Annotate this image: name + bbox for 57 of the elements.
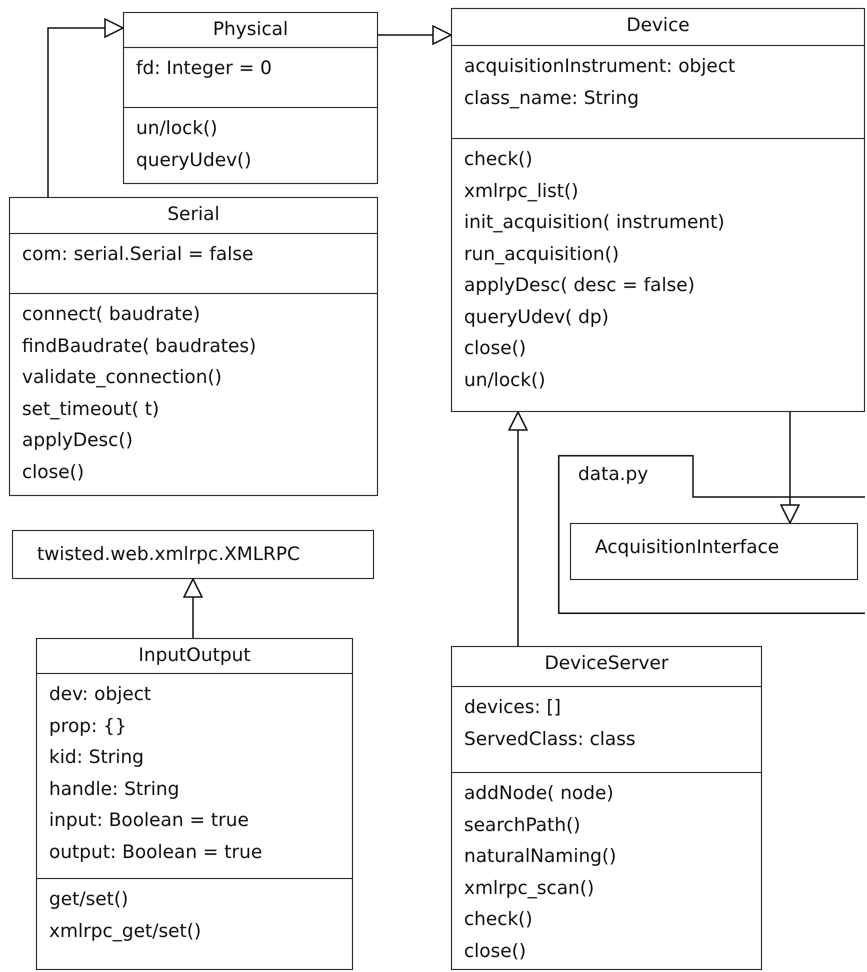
attribute-text: dev: object: [49, 683, 152, 707]
class-name: Physical: [212, 18, 288, 42]
package-frame: [558, 455, 865, 614]
method-text: set_timeout( t): [22, 398, 160, 422]
package-name: data.py: [578, 463, 648, 487]
class-name: InputOutput: [138, 644, 251, 668]
method-text: searchPath(): [464, 814, 581, 838]
class-name: twisted.web.xmlrpc.XMLRPC: [37, 543, 300, 567]
generalization-arrow: [508, 411, 528, 646]
class-name: AcquisitionInterface: [595, 536, 780, 560]
attribute-text: input: Boolean = true: [49, 809, 249, 833]
method-text: close(): [464, 337, 526, 361]
method-text: naturalNaming(): [464, 845, 616, 869]
method-text: check(): [464, 908, 533, 932]
attribute-text: output: Boolean = true: [49, 840, 262, 864]
method-text: connect( baudrate): [22, 303, 200, 327]
method-text: queryUdev( dp): [464, 306, 609, 330]
generalization-arrow: [47, 18, 124, 197]
method-text: init_acquisition( instrument): [464, 211, 725, 235]
class-box: [123, 12, 378, 184]
attribute-text: acquisitionInstrument: object: [464, 55, 736, 79]
class-box: [36, 638, 353, 970]
class-box: [9, 197, 378, 496]
attribute-text: prop: {}: [49, 714, 127, 738]
class-name: Device: [626, 14, 690, 38]
method-text: close(): [22, 460, 84, 484]
method-text: queryUdev(): [136, 148, 252, 172]
method-text: findBaudrate( baudrates): [22, 334, 256, 358]
attribute-text: ServedClass: class: [464, 728, 636, 752]
class-box: [451, 646, 762, 970]
method-text: applyDesc(): [22, 429, 133, 453]
method-text: validate_connection(): [22, 366, 222, 390]
attribute-text: fd: Integer = 0: [136, 57, 272, 81]
attribute-text: class_name: String: [464, 86, 639, 110]
generalization-arrow: [378, 25, 452, 45]
method-text: check(): [464, 148, 533, 172]
generalization-arrow: [780, 412, 800, 524]
method-text: un/lock(): [136, 117, 218, 141]
method-text: close(): [464, 940, 526, 964]
class-box: [12, 530, 374, 579]
method-text: xmlrpc_scan(): [464, 876, 594, 900]
method-text: run_acquisition(): [464, 242, 620, 266]
method-text: get/set(): [49, 888, 128, 912]
class-box: [451, 8, 865, 412]
method-text: xmlrpc_get/set(): [49, 920, 202, 944]
attribute-text: handle: String: [49, 778, 180, 802]
generalization-arrow: [183, 578, 203, 638]
attribute-text: devices: []: [464, 696, 561, 720]
method-text: applyDesc( desc = false): [464, 274, 695, 298]
attribute-text: com: serial.Serial = false: [22, 243, 254, 267]
class-name: Serial: [167, 203, 220, 227]
attribute-text: kid: String: [49, 746, 144, 770]
class-box: [570, 523, 858, 580]
method-text: xmlrpc_list(): [464, 180, 578, 204]
method-text: addNode( node): [464, 782, 614, 806]
class-name: DeviceServer: [544, 652, 668, 676]
method-text: un/lock(): [464, 368, 546, 392]
